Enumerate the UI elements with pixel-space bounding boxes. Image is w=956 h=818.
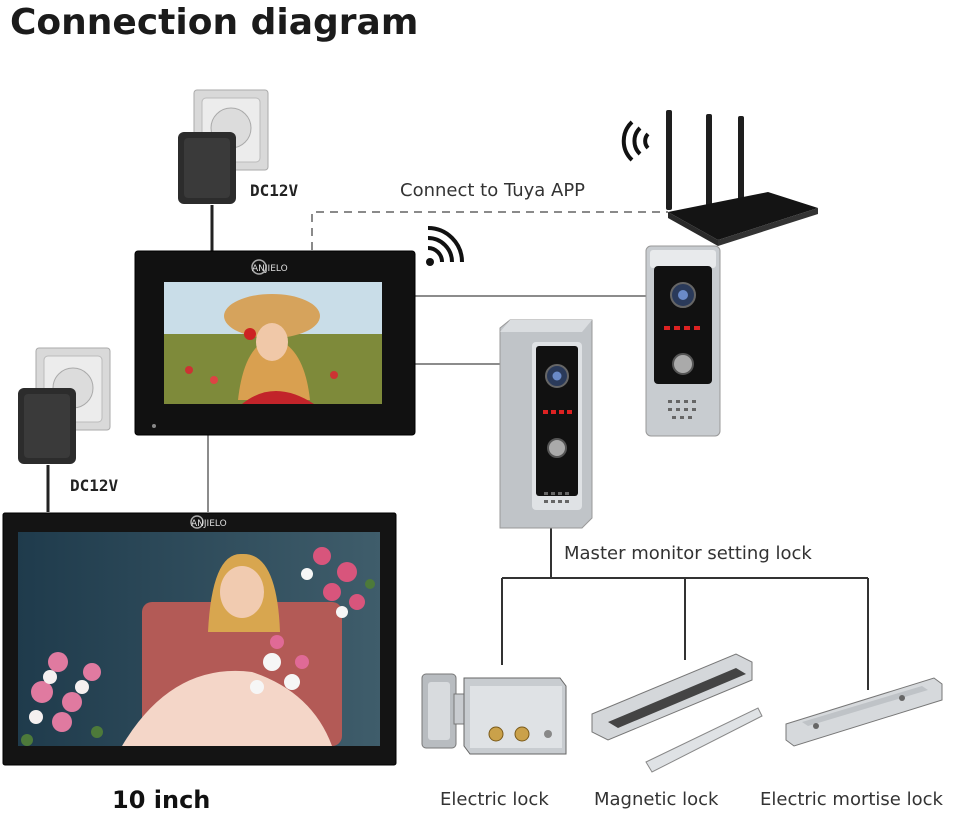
wifi-link-label: Connect to Tuya APP bbox=[400, 180, 586, 201]
wifi-signal-icon bbox=[621, 120, 650, 162]
wall-socket-icon bbox=[178, 89, 269, 204]
power-label-bottom: DC12V bbox=[70, 476, 119, 495]
mortise-lock-label: Electric mortise lock bbox=[760, 789, 943, 810]
wifi-icon bbox=[426, 226, 464, 266]
magnetic-lock-icon bbox=[591, 653, 763, 773]
power-label-top: DC12V bbox=[250, 181, 299, 200]
power-adapter-icon bbox=[18, 388, 76, 464]
power-adapter-icon bbox=[178, 132, 236, 204]
doorbell-camera-icon bbox=[645, 245, 721, 437]
wall-socket-icon bbox=[18, 347, 111, 464]
doorbell-camera-icon bbox=[499, 319, 593, 529]
small-monitor-brand: ANJIELO bbox=[252, 264, 288, 274]
large-monitor-brand: ANJIELO bbox=[191, 519, 227, 529]
wifi-dashed-link bbox=[311, 211, 668, 250]
mortise-lock-icon bbox=[785, 677, 943, 747]
large-monitor-size-label: 10 inch bbox=[112, 786, 211, 814]
small-monitor: ANJIELO bbox=[134, 250, 416, 436]
electric-lock-icon bbox=[421, 673, 567, 755]
router-icon bbox=[621, 110, 818, 246]
small-monitor-screen bbox=[164, 282, 382, 404]
electric-lock-label: Electric lock bbox=[440, 789, 549, 810]
magnetic-lock-label: Magnetic lock bbox=[594, 789, 719, 810]
large-monitor-screen bbox=[18, 532, 380, 746]
large-monitor: ANJIELO bbox=[2, 512, 397, 766]
diagram-title: Connection diagram bbox=[10, 2, 419, 43]
master-lock-label: Master monitor setting lock bbox=[564, 543, 812, 564]
